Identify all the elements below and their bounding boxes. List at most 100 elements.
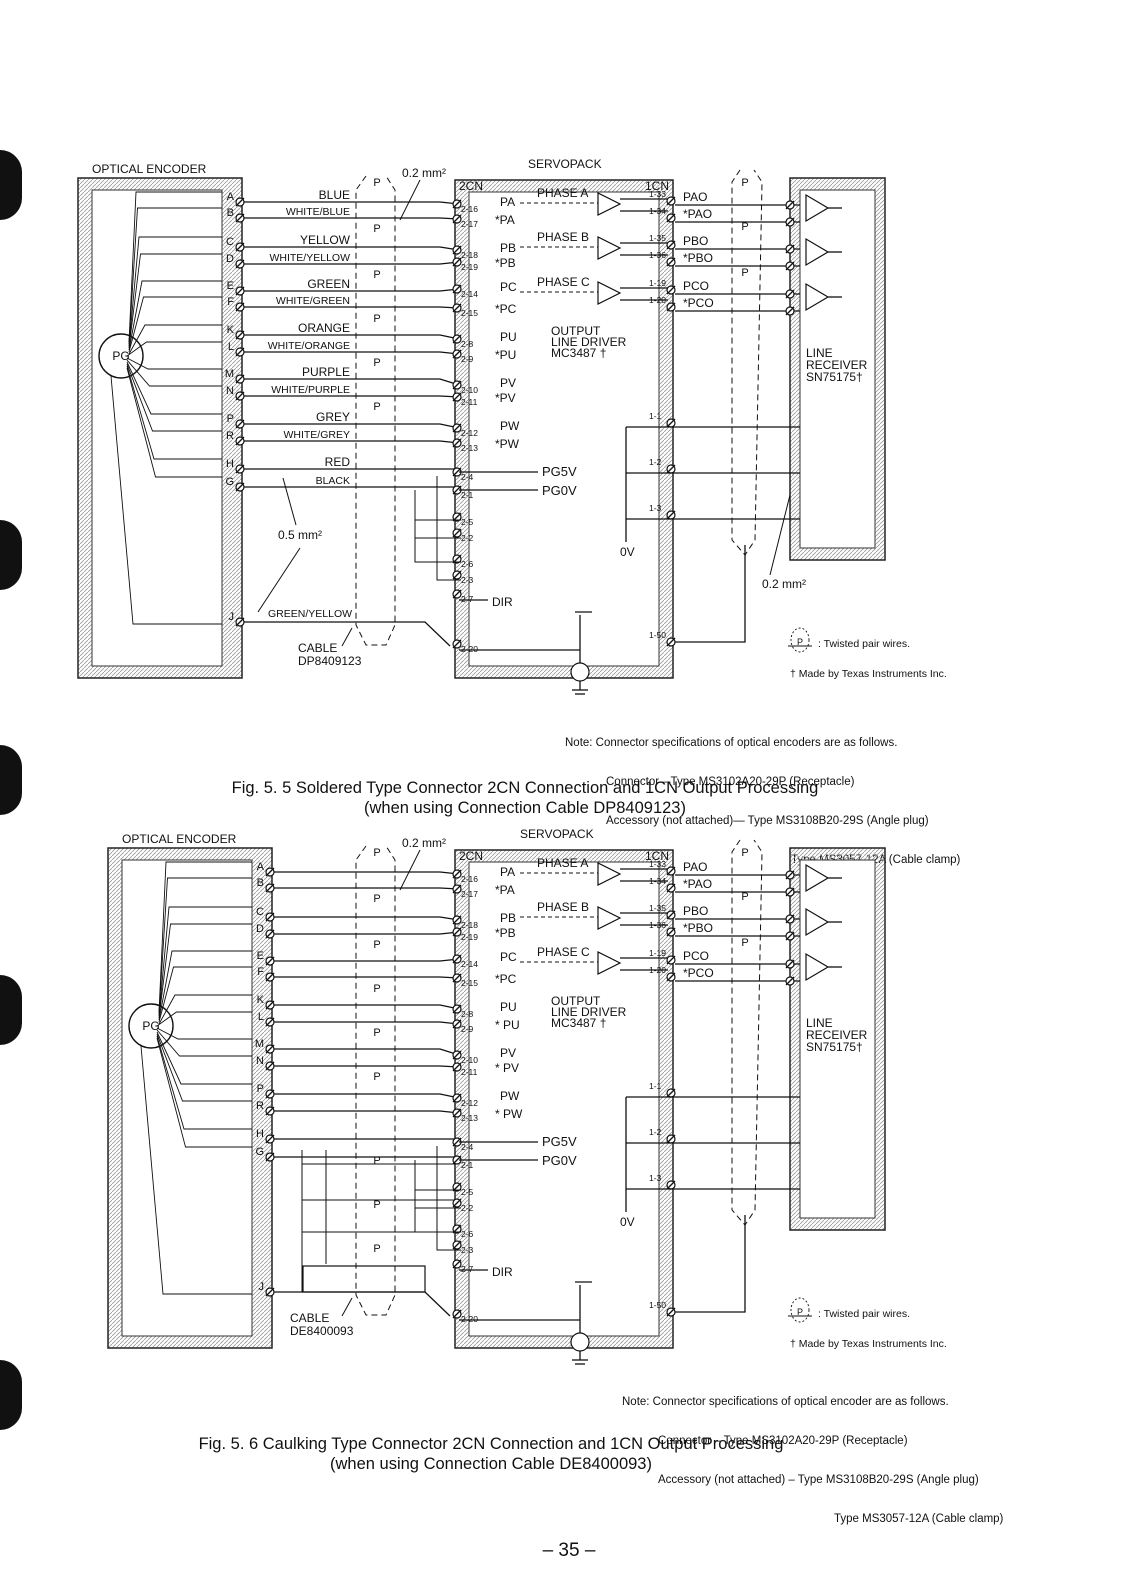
signal-2cn-3: *PB	[495, 256, 516, 270]
pg-fan-wire-13	[126, 367, 222, 478]
wire-size-left-leader-1	[282, 477, 297, 526]
output-1cn-3: *PBO	[683, 921, 713, 935]
encoder-pin-label-H: H	[226, 458, 234, 470]
phase-label-0: PHASE A	[537, 856, 588, 870]
terminal-2cn-2-4-slash	[452, 467, 462, 477]
pin-1cn-1-2: 1-2	[649, 1127, 662, 1137]
wire-color-label-3: WHITE/YELLOW	[269, 252, 350, 264]
twisted-pair-marker-4: P	[373, 1027, 380, 1039]
output-1cn-5: *PCO	[683, 966, 714, 980]
receiver-in-4-slash	[785, 289, 795, 299]
signal-2cn-3: *PB	[495, 926, 516, 940]
encoder-pin-N-slash	[265, 1061, 275, 1071]
encoder-pin-E-slash	[235, 286, 245, 296]
twisted-pair-marker-2: P	[373, 939, 380, 951]
terminal-1cn-1-1-slash	[666, 418, 676, 428]
connector-1cn-label: 1CN	[645, 179, 669, 193]
line-driver-0	[597, 192, 622, 216]
pin-1cn-1-35: 1-35	[649, 233, 666, 243]
receiver-in-3-slash	[785, 261, 795, 271]
terminal-1cn-1-2-slash	[666, 464, 676, 474]
pg-fan-wire-3	[158, 923, 252, 1019]
encoder-pin-C-slash	[265, 912, 275, 922]
pg5v-label: PG5V	[542, 464, 577, 479]
twisted-pair-marker-extra-0: P	[373, 1155, 380, 1167]
terminal-1cn-1-3-slash	[666, 1180, 676, 1190]
encoder-pin-F-slash	[265, 972, 275, 982]
encoder-pin-L-slash	[265, 1017, 275, 1027]
terminal-2cn-2-10-slash	[452, 380, 462, 390]
wire-color-label-4: GREEN	[307, 277, 350, 291]
fig55-note-line-3: Accessory (not attached)— Type MS3108B20…	[606, 815, 929, 827]
wire-size-top-leader	[399, 849, 421, 891]
pin-2cn-2-9: 2-9	[461, 1024, 474, 1034]
pg-fan-wire-10	[126, 361, 222, 415]
wire-size-br-label: 0.2 mm²	[762, 577, 806, 591]
wire-color-label-14: GREEN/YELLOW	[268, 608, 352, 620]
pg-fan-wire-12	[126, 365, 222, 460]
terminal-1cn-1-1-slash	[666, 1088, 676, 1098]
cable-wire-4	[244, 288, 460, 292]
pg-label: PG	[112, 349, 129, 363]
encoder-pin-N-slash	[235, 391, 245, 401]
cable-label-0: CABLE	[290, 1311, 329, 1325]
pin-1cn-1-34: 1-34	[649, 206, 666, 216]
pin-2cn-2-4: 2-4	[461, 472, 474, 482]
terminal-2cn-2-18-slash	[452, 915, 462, 925]
pg-fan-wire-9	[126, 359, 222, 387]
terminal-1cn-1-19-slash	[666, 285, 676, 295]
encoder-pin-label-E: E	[257, 950, 264, 962]
pin-2cn-2-2: 2-2	[461, 533, 474, 543]
terminal-1cn-1-3-slash	[666, 510, 676, 520]
line-driver-0	[597, 862, 622, 886]
pin-2cn-2-15: 2-15	[461, 308, 478, 318]
encoder-pin-label-L: L	[258, 1011, 264, 1023]
line-receiver-0	[805, 863, 830, 893]
line-driver-1	[597, 906, 622, 930]
terminal-1cn-1-50-slash	[666, 637, 676, 647]
terminal-2cn-2-8-slash	[452, 334, 462, 344]
signal-2cn-10: PW	[500, 1089, 520, 1103]
pin-1cn-1-2: 1-2	[649, 457, 662, 467]
terminal-2cn-2-9-slash	[452, 349, 462, 359]
output-twisted-marker-1: P	[741, 891, 748, 903]
encoder-pin-label-N: N	[256, 1055, 264, 1067]
terminal-2cn-2-14-slash	[452, 954, 462, 964]
pg-fan-wire-0	[128, 191, 222, 343]
pin-2cn-2-20: 2-20	[461, 1314, 478, 1324]
encoder-pin-label-J: J	[229, 611, 235, 623]
driver-label-2: MC3487 †	[551, 1016, 606, 1030]
line-receiver-0	[805, 193, 830, 223]
terminal-1cn-1-20-slash	[666, 972, 676, 982]
pin-2cn-2-3: 2-3	[461, 575, 474, 585]
terminal-2cn-2-19-slash	[452, 257, 462, 267]
pg-fan-wire-5	[128, 296, 222, 353]
twisted-pair-marker-4: P	[373, 357, 380, 369]
ground-circle	[570, 1332, 590, 1352]
wire-color-label-0: BLUE	[319, 188, 350, 202]
output-twisted-marker-1: P	[741, 221, 748, 233]
encoder-pin-label-A: A	[257, 861, 265, 873]
cable-wire-6	[274, 1004, 460, 1010]
terminal-1cn-1-36-slash	[666, 257, 676, 267]
punch-hole-4	[0, 975, 22, 1045]
terminal-1cn-1-50-slash	[666, 1307, 676, 1317]
pin-2cn-2-10: 2-10	[461, 1055, 478, 1065]
fig55-note: Note: Connector specifications of optica…	[565, 711, 960, 880]
cable-wire-5	[274, 976, 460, 979]
pin-2cn-2-18: 2-18	[461, 920, 478, 930]
line-receiver-label-2: SN75175†	[806, 1040, 863, 1054]
wire-color-label-13: BLACK	[316, 475, 350, 487]
pin-1cn-1-19: 1-19	[649, 278, 666, 288]
phase-label-2: PHASE C	[537, 945, 590, 959]
cable-wire-9	[274, 1065, 460, 1068]
terminal-2cn-2-12-slash	[452, 1093, 462, 1103]
output-1cn-4: PCO	[683, 279, 709, 293]
fig55-note-line-1: Note: Connector specifications of optica…	[565, 737, 898, 749]
cable-wire-0	[274, 871, 460, 875]
legend-ti-text: † Made by Texas Instruments Inc.	[790, 1338, 947, 1350]
pg-fan-wire-8	[126, 357, 222, 370]
legend-twisted-text: : Twisted pair wires.	[818, 638, 910, 650]
twisted-pair-marker-5: P	[373, 401, 380, 413]
